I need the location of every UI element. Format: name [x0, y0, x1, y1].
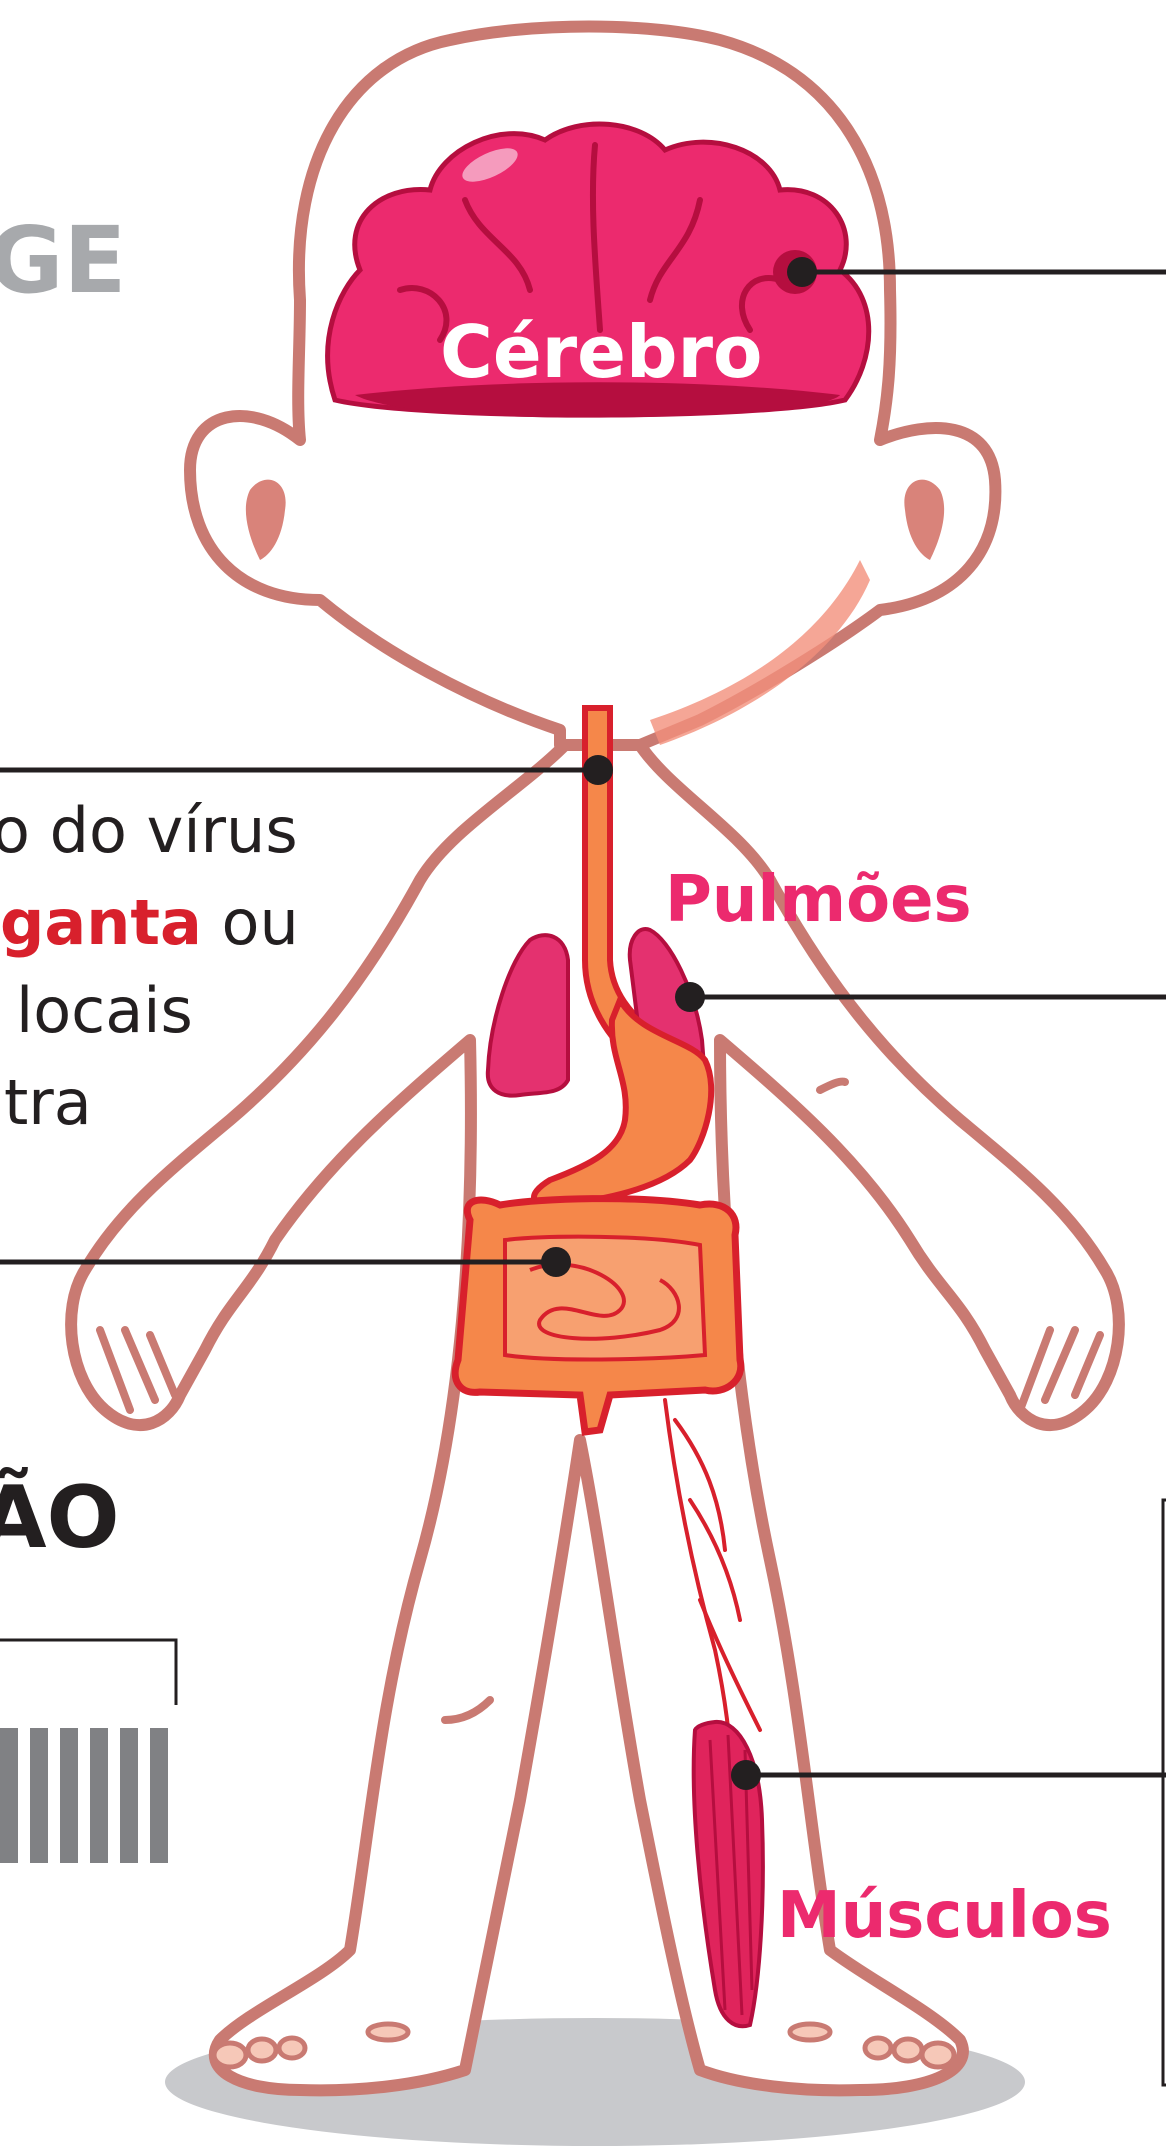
brain-dot — [787, 257, 817, 287]
lungs-dot — [675, 982, 705, 1012]
intestines-dot — [541, 1247, 571, 1277]
header-title-fragment: GE — [0, 215, 126, 307]
text-line-3: locais — [16, 980, 193, 1042]
text-line-2-rest: ou — [202, 886, 299, 959]
brain-label: Cérebro — [440, 316, 763, 388]
gauge-bars — [0, 1728, 168, 1863]
text-line-2: ganta ou — [0, 892, 299, 954]
throat-dot — [583, 755, 613, 785]
muscles-label: Músculos — [777, 1884, 1112, 1948]
left-box-frame — [0, 1640, 176, 1705]
text-line-1: o do vírus — [0, 800, 298, 862]
text-line-4: tra — [4, 1072, 92, 1134]
muscles-dot — [731, 1760, 761, 1790]
throat-highlight: ganta — [0, 886, 202, 959]
lungs-label: Pulmões — [665, 868, 972, 932]
section-heading-fragment: ÃO — [0, 1475, 120, 1561]
